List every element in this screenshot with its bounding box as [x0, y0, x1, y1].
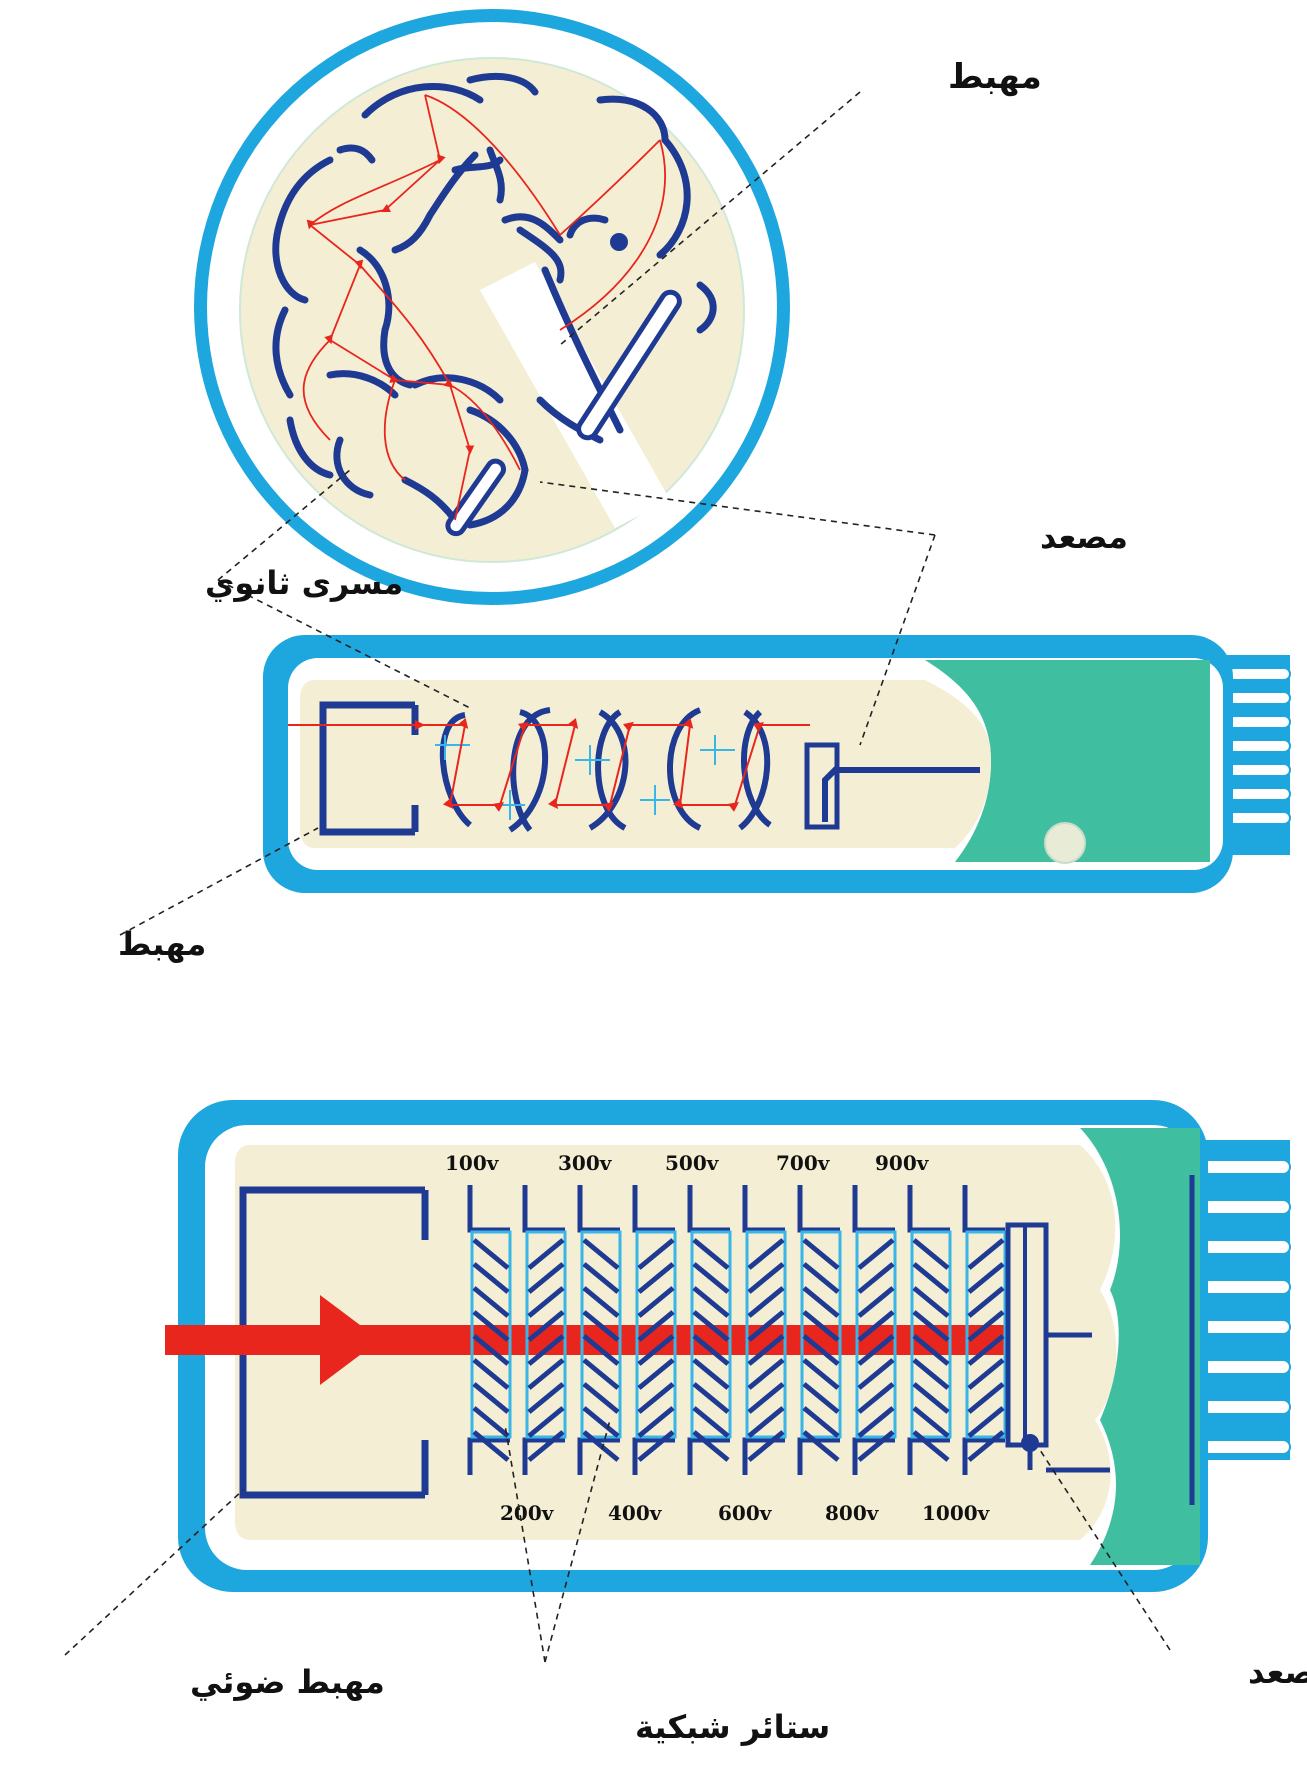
labels: مهبط مصعد مسرى ثانوي مهبط مهبط ضوئي ستائ… — [118, 57, 1307, 1746]
grid-shield-stage — [577, 1185, 622, 1475]
voltage-label: 100v — [445, 1151, 500, 1175]
label-top-cathode: مهبط — [948, 57, 1042, 97]
voltage-labels-bottom: 200v 400v 600v 800v 1000v — [500, 1501, 991, 1525]
voltage-label: 1000v — [922, 1501, 991, 1525]
grid-shield-stage — [522, 1185, 567, 1475]
voltage-label: 400v — [608, 1501, 663, 1525]
voltage-labels-top: 100v 300v 500v 700v 900v — [445, 1151, 930, 1175]
leader-lines — [64, 91, 1171, 1663]
voltage-label: 800v — [825, 1501, 880, 1525]
voltage-label: 300v — [558, 1151, 613, 1175]
grid-shield-stage — [632, 1185, 677, 1475]
middle-base-pins — [1227, 667, 1291, 825]
voltage-label: 200v — [500, 1501, 555, 1525]
voltage-label: 900v — [875, 1151, 930, 1175]
voltage-label: 700v — [776, 1151, 831, 1175]
anode-slot — [480, 262, 670, 528]
middle-base — [925, 660, 1210, 862]
grid-shield-stage — [962, 1185, 1007, 1475]
bottom-base — [1080, 1128, 1200, 1565]
voltage-label: 600v — [718, 1501, 773, 1525]
voltage-label: 500v — [665, 1151, 720, 1175]
grid-shield-stage — [687, 1185, 732, 1475]
grid-shield-stage — [797, 1185, 842, 1475]
bottom-base-pins — [1199, 1159, 1291, 1455]
circular-electron-paths — [302, 94, 666, 521]
label-photocathode: مهبط ضوئي — [190, 1663, 385, 1701]
bottom-anode — [1005, 1222, 1110, 1473]
label-anode-bottom: مصعد — [1248, 1653, 1307, 1691]
grid-shield-stage — [467, 1185, 512, 1475]
circular-anode-rods — [445, 233, 682, 537]
label-grid-shields: ستائر شبكية — [635, 1708, 830, 1746]
label-secondary-conductor: مسرى ثانوي — [205, 564, 403, 602]
grid-shield-stage — [852, 1185, 897, 1475]
label-anode-top: مصعد — [1040, 518, 1128, 556]
grid-shield-stages — [467, 1185, 1007, 1475]
grid-shield-stage — [742, 1185, 787, 1475]
circular-tube — [194, 9, 790, 605]
grid-tube: 100v 300v 500v 700v 900v 200v 400v 600v … — [165, 1100, 1291, 1592]
grid-shield-stage — [907, 1185, 952, 1475]
bottom-base-pins-backing — [1185, 1140, 1290, 1460]
linear-tube — [263, 635, 1291, 893]
label-middle-cathode: مهبط — [118, 925, 206, 963]
beam-arrow — [320, 1295, 380, 1385]
middle-electron-path — [288, 717, 810, 813]
